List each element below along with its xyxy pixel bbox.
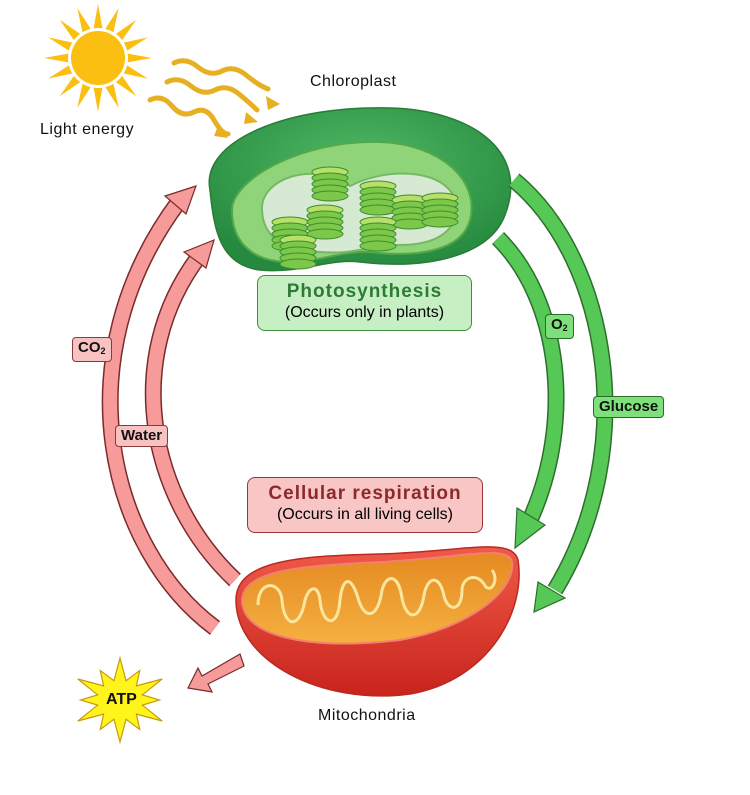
light-energy-label: Light energy <box>40 121 135 138</box>
light-wave-arrowhead <box>244 112 258 124</box>
photosynthesis-box: Photosynthesis (Occurs only in plants) <box>257 275 472 331</box>
sun-icon <box>44 4 152 112</box>
light-wave <box>147 95 231 137</box>
light-wave <box>171 58 271 92</box>
granum-disc <box>421 216 459 228</box>
light-wave <box>164 77 260 113</box>
oxygen-tag: O2 <box>545 314 574 339</box>
sun-ray <box>59 19 82 42</box>
atp-label: ATP <box>106 691 137 708</box>
sun-ray <box>44 53 70 63</box>
oxygen-arrow <box>491 231 565 550</box>
sun-ray <box>59 74 82 97</box>
mitochondria-illustration <box>235 546 520 697</box>
water-arrow <box>144 238 241 587</box>
oxygen-tag-base: O <box>551 316 563 333</box>
carbon-dioxide-tag-sub: 2 <box>100 346 106 356</box>
granum-disc <box>279 258 317 270</box>
sun-ray <box>104 82 119 108</box>
oxygen-tag-sub: 2 <box>562 323 568 333</box>
sun-ray <box>114 19 137 42</box>
granum-disc <box>359 204 397 216</box>
sun-ray <box>48 37 74 52</box>
sun-ray <box>104 8 119 34</box>
sun-ray <box>93 86 103 112</box>
water-tag: Water <box>115 425 169 447</box>
respiration-title: Cellular respiration <box>268 483 462 504</box>
sun-ray <box>122 64 148 79</box>
carbon-dioxide-tag: CO2 <box>72 337 112 362</box>
sun-ray <box>122 37 148 52</box>
sun-ray <box>77 8 92 34</box>
light-wave-arrowhead <box>214 126 228 138</box>
photosynthesis-title: Photosynthesis <box>286 281 443 302</box>
chloroplast-label: Chloroplast <box>310 73 397 90</box>
photosynthesis-subtitle: (Occurs only in plants) <box>284 304 445 321</box>
respiration-box: Cellular respiration (Occurs in all livi… <box>247 477 483 533</box>
granum-disc <box>306 228 344 240</box>
sun-ray <box>114 74 137 97</box>
sun-ray <box>77 82 92 108</box>
light-wave-arrowhead <box>266 96 280 110</box>
sun-ray <box>48 64 74 79</box>
chloroplast-illustration <box>208 107 512 272</box>
carbon-dioxide-tag-base: CO <box>78 339 101 356</box>
respiration-subtitle: (Occurs in all living cells) <box>276 506 454 523</box>
sun-ray <box>93 4 103 30</box>
sun-ray <box>126 53 152 63</box>
glucose-arrow <box>508 173 614 613</box>
glucose-tag: Glucose <box>593 396 665 418</box>
granum-disc <box>311 190 349 202</box>
light-waves <box>147 58 280 138</box>
granum-disc <box>359 240 397 252</box>
atp-arrow <box>187 653 245 693</box>
carbon-dioxide-arrow <box>101 185 221 635</box>
atp-star-icon <box>77 655 163 745</box>
mitochondria-label: Mitochondria <box>318 707 416 724</box>
